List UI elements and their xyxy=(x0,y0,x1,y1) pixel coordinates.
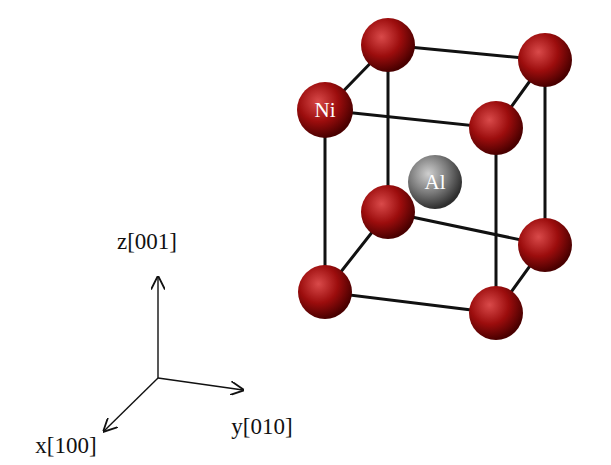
axis-arrows xyxy=(104,277,243,431)
ni-atom: Ni xyxy=(297,82,353,138)
axis-label: x[100] xyxy=(35,434,96,457)
cube-edges xyxy=(325,45,545,313)
axis-label: y[010] xyxy=(231,415,292,438)
ni-atoms xyxy=(298,18,572,340)
al-atom: Al xyxy=(408,155,462,209)
atom-label: Al xyxy=(425,172,446,193)
axis-label: z[001] xyxy=(117,230,177,253)
atom-label: Ni xyxy=(315,100,336,121)
